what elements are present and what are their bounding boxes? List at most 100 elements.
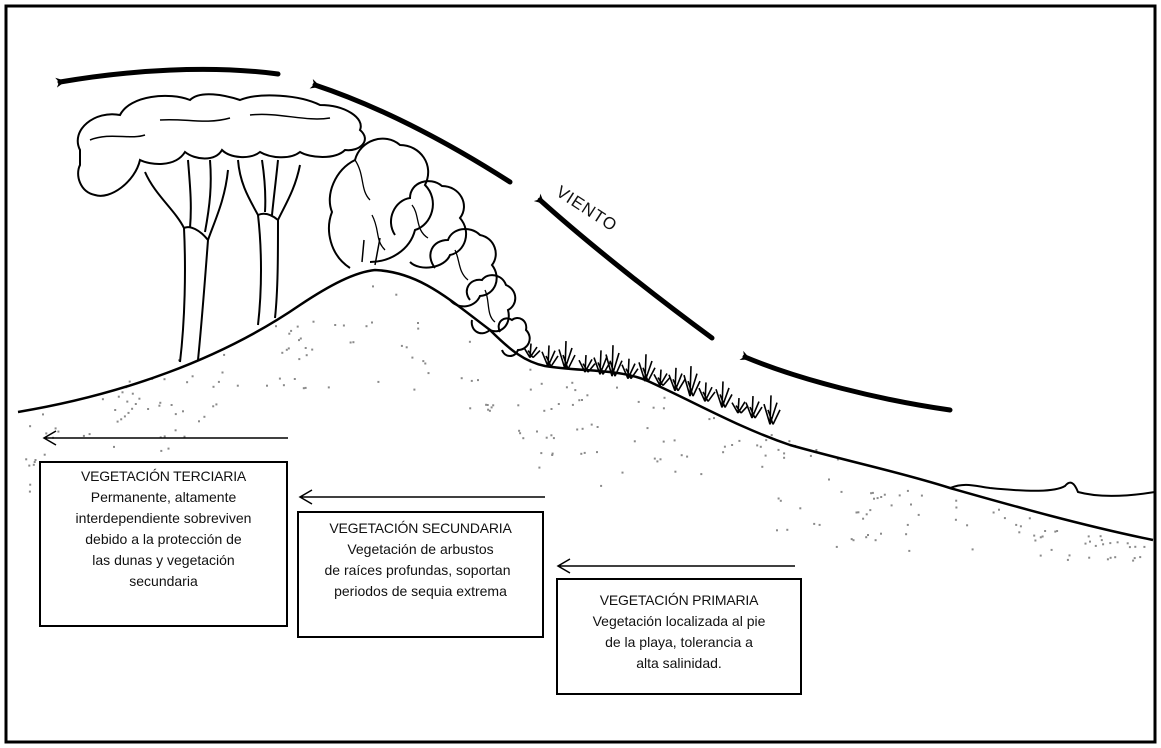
sand-dot	[851, 538, 853, 540]
sand-dot	[828, 479, 830, 481]
sand-dot	[294, 378, 296, 380]
sand-dot	[875, 539, 877, 541]
sand-dot	[955, 500, 957, 502]
sand-dot	[89, 433, 91, 435]
sand-dot	[865, 536, 867, 538]
sand-dot	[856, 512, 858, 514]
sand-dot	[428, 372, 430, 374]
sand-dot	[132, 393, 134, 395]
sand-dot	[1107, 558, 1109, 560]
sand-dot	[352, 341, 354, 343]
sand-dot	[884, 494, 886, 496]
sand-dot	[212, 405, 214, 407]
sand-dot	[1088, 535, 1090, 537]
sand-dot	[1134, 546, 1136, 548]
sand-dot	[1132, 560, 1134, 562]
sand-dot	[45, 432, 47, 434]
wind-arrow-4	[60, 69, 278, 82]
sand-dot	[55, 427, 57, 429]
sand-dot	[350, 342, 352, 344]
sand-dot	[290, 330, 292, 332]
sand-dot	[700, 473, 702, 475]
sand-dot	[1129, 546, 1131, 548]
sand-dot	[29, 491, 31, 493]
grass-tuft	[732, 398, 748, 413]
sand-dot	[158, 405, 160, 407]
sand-dot	[34, 461, 36, 463]
sand-dot	[371, 322, 373, 324]
sand-dot	[529, 369, 531, 371]
tertiary-line: Permanente, altamente	[45, 487, 282, 508]
sand-dot	[783, 452, 785, 454]
sand-dot	[461, 377, 463, 379]
sand-dot	[471, 380, 473, 382]
sand-dot	[654, 458, 656, 460]
sand-dot	[1109, 542, 1111, 544]
sand-dot	[663, 407, 665, 409]
sand-dot	[571, 382, 573, 384]
sand-dot	[288, 333, 290, 335]
sea-surface-line	[950, 483, 1155, 496]
sand-dot	[1067, 559, 1069, 561]
sand-dot	[279, 378, 281, 380]
shrub-illustrations	[329, 139, 530, 356]
sand-dot	[213, 386, 215, 388]
sand-dot	[117, 421, 119, 423]
sand-dot	[663, 441, 665, 443]
sand-dot	[286, 349, 288, 351]
sand-dot	[186, 381, 188, 383]
sand-dot	[1101, 539, 1103, 541]
sand-dot	[1034, 540, 1036, 542]
sand-dot	[487, 409, 489, 411]
sand-dot	[192, 375, 194, 377]
sand-dot	[164, 378, 166, 380]
grass-tuft	[764, 395, 780, 424]
sand-dot	[25, 458, 27, 460]
sand-dot	[128, 412, 130, 414]
sand-dot	[1143, 546, 1145, 548]
sand-dot	[546, 437, 548, 439]
sand-dot	[1110, 557, 1112, 559]
sand-dot	[306, 354, 308, 356]
sand-dot	[343, 325, 345, 327]
sand-dot	[124, 415, 126, 417]
sand-dot	[175, 429, 177, 431]
sand-dot	[553, 437, 555, 439]
secondary-title: VEGETACIÓN SECUNDARIA	[303, 518, 538, 539]
sand-dot	[1114, 556, 1116, 558]
sand-dot	[1085, 543, 1087, 545]
sand-dot	[1134, 557, 1136, 559]
sand-dot	[281, 352, 283, 354]
sand-dot	[993, 512, 995, 514]
sand-dot	[122, 391, 124, 393]
sand-dot	[35, 459, 37, 461]
sand-dot	[215, 403, 217, 405]
sand-dot	[469, 407, 471, 409]
sand-dot	[102, 398, 104, 400]
sand-dot	[681, 454, 683, 456]
sand-dot	[300, 338, 302, 340]
sand-dot	[401, 345, 403, 347]
sand-dot	[1033, 535, 1035, 537]
sand-dot	[491, 406, 493, 408]
sand-dot	[713, 417, 715, 419]
sand-dot	[731, 444, 733, 446]
sand-dot	[57, 431, 59, 433]
sand-dot	[313, 321, 315, 323]
sand-dot	[738, 440, 740, 442]
sand-dot	[113, 446, 115, 448]
sand-dot	[275, 325, 277, 327]
sand-dot	[29, 484, 31, 486]
wind-arrow-1	[745, 357, 950, 410]
sand-dot	[761, 466, 763, 468]
sand-dot	[572, 404, 574, 406]
sand-dot	[411, 357, 413, 359]
sand-dot	[305, 347, 307, 349]
sand-dot	[778, 498, 780, 500]
sand-dot	[647, 427, 649, 429]
zone-arrow-tertiary	[44, 431, 288, 445]
sand-dot	[138, 398, 140, 400]
wind-arrow-2	[540, 200, 712, 338]
tertiary-line: debido a la protección de	[45, 529, 282, 550]
sand-dot	[395, 294, 397, 296]
